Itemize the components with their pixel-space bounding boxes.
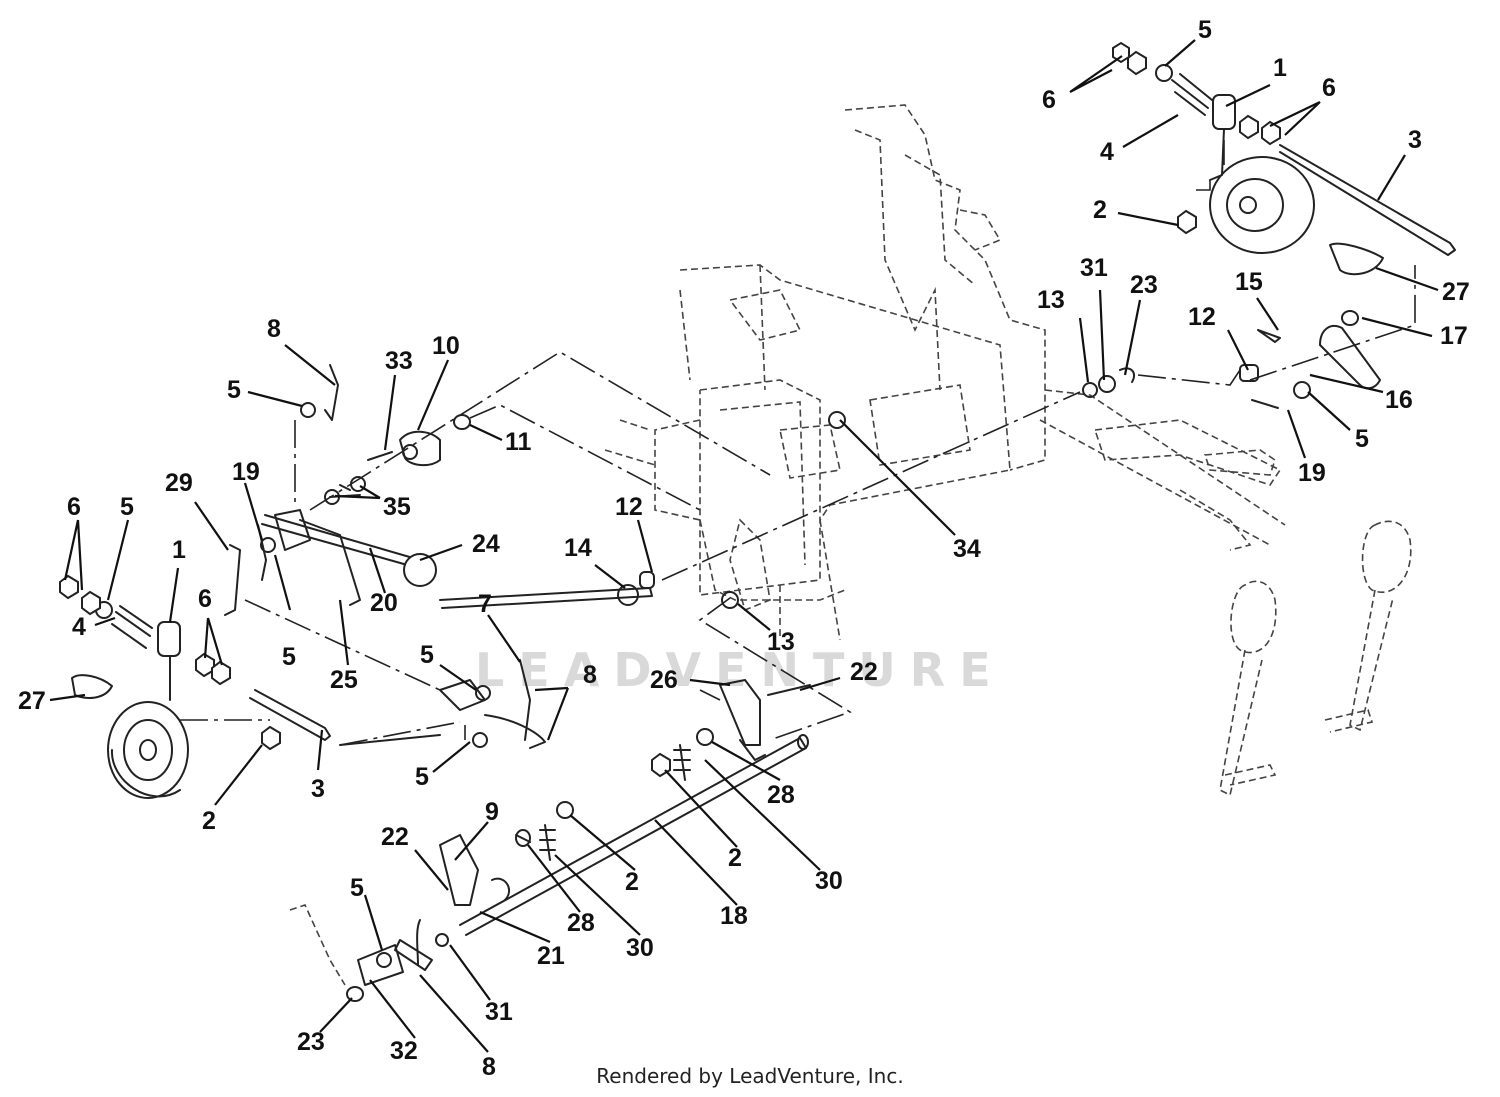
callout-label: 5: [1198, 16, 1212, 44]
callout-label: 5: [1355, 425, 1369, 453]
callout-label: 13: [1037, 286, 1065, 314]
brake-pedals: [1219, 520, 1412, 797]
callout-label: 8: [267, 315, 281, 343]
callout-label: 5: [282, 643, 296, 671]
callout-label: 19: [232, 458, 260, 486]
callout-label: 29: [165, 469, 193, 497]
callout-label: 31: [485, 998, 513, 1026]
callout-label: 23: [1130, 271, 1158, 299]
callout-label: 6: [1322, 74, 1336, 102]
callout-label: 12: [1188, 303, 1216, 331]
cross-shaft-assembly: [289, 679, 811, 1002]
callout-label: 5: [120, 493, 134, 521]
callout-label: 1: [1273, 54, 1287, 82]
callout-label: 21: [537, 942, 565, 970]
callout-label: 9: [485, 798, 499, 826]
callout-label: 11: [505, 428, 532, 456]
callout-label: 6: [67, 493, 81, 521]
callout-label: 2: [728, 844, 742, 872]
callout-label: 6: [1042, 86, 1056, 114]
callout-label: 24: [472, 530, 500, 558]
callout-label: 3: [1408, 126, 1422, 154]
leader-lines: [49, 39, 1439, 1053]
callout-label: 10: [432, 332, 460, 360]
callout-label: 1: [172, 536, 186, 564]
callout-label: 5: [350, 874, 364, 902]
callout-numbers: 5 6 1 6 3 4 2 27 31 23 13 15 12 17 16 5 …: [18, 16, 1470, 1081]
callout-label: 32: [390, 1037, 418, 1065]
callout-label: 4: [1100, 138, 1114, 166]
callout-label: 30: [815, 867, 843, 895]
callout-label: 23: [297, 1028, 325, 1056]
callout-label: 12: [615, 493, 643, 521]
callout-label: 8: [482, 1053, 496, 1081]
right-brake-assembly: [1112, 41, 1456, 409]
callout-label: 20: [370, 589, 398, 617]
callout-label: 25: [330, 666, 358, 694]
callout-label: 26: [650, 666, 678, 694]
callout-label: 2: [625, 868, 639, 896]
callout-label: 19: [1298, 459, 1326, 487]
callout-label: 5: [415, 763, 429, 791]
callout-label: 18: [720, 902, 748, 930]
callout-label: 5: [227, 376, 241, 404]
phantom-lines: [169, 140, 1416, 746]
callout-label: 22: [850, 658, 878, 686]
callout-label: 33: [385, 347, 413, 375]
callout-label: 17: [1440, 322, 1468, 350]
callout-label: 8: [583, 661, 597, 689]
callout-label: 2: [202, 807, 216, 835]
callout-label: 15: [1235, 268, 1263, 296]
callout-label: 27: [18, 687, 46, 715]
callout-label: 16: [1385, 386, 1413, 414]
callout-label: 30: [626, 934, 654, 962]
callout-label: 4: [72, 613, 86, 641]
callout-label: 6: [198, 585, 212, 613]
callout-label: 5: [420, 641, 434, 669]
linkage-rods: [224, 364, 1136, 749]
footer-credit: Rendered by LeadVenture, Inc.: [596, 1064, 904, 1088]
callout-label: 34: [953, 535, 981, 563]
callout-label: 28: [567, 909, 595, 937]
callout-label: 14: [564, 534, 592, 562]
callout-label: 2: [1093, 196, 1107, 224]
callout-label: 27: [1442, 278, 1470, 306]
callout-label: 22: [381, 823, 409, 851]
callout-label: 28: [767, 781, 795, 809]
callout-label: 3: [311, 775, 325, 803]
callout-label: 7: [478, 590, 492, 618]
callout-label: 31: [1080, 254, 1108, 282]
callout-label: 13: [767, 628, 795, 656]
left-brake-assembly: [59, 574, 331, 799]
callout-label: 35: [383, 493, 411, 521]
